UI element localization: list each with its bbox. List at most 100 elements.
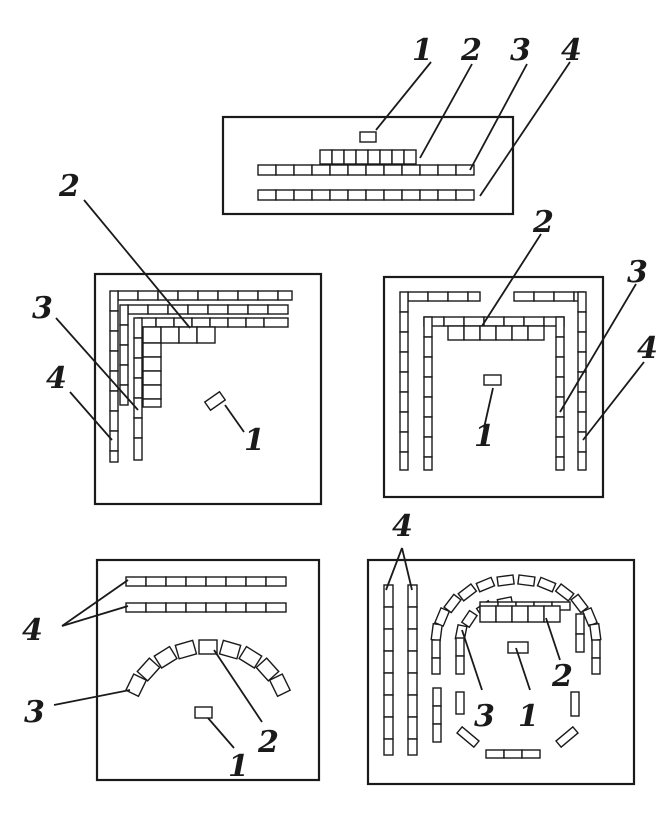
label-4: 4 — [22, 613, 43, 648]
label-2: 2 — [58, 169, 80, 204]
seat-row — [257, 189, 475, 201]
seat-block — [479, 605, 561, 623]
seat-row — [127, 304, 289, 315]
table-item-1 — [194, 706, 213, 719]
seat — [153, 645, 178, 669]
seat — [443, 593, 462, 614]
label-3: 3 — [510, 33, 531, 68]
seat — [575, 633, 585, 653]
layout-arc-seating: 4 3 2 1 — [22, 558, 321, 784]
leader-line — [419, 63, 473, 159]
seat-row — [319, 149, 417, 165]
label-1: 1 — [412, 33, 433, 68]
seat — [455, 637, 465, 657]
seat — [575, 613, 585, 635]
seat — [554, 582, 575, 602]
leader-line — [461, 629, 483, 691]
leader-line — [224, 404, 245, 433]
seat-row — [423, 316, 565, 327]
leader-line — [479, 61, 571, 197]
leader-line — [469, 63, 528, 171]
leader-line — [481, 233, 542, 327]
seat — [457, 582, 478, 602]
leader-line — [83, 199, 191, 329]
layout-row-seating: 1 2 3 4 — [221, 33, 582, 216]
panel-frame — [382, 275, 605, 499]
leader-line — [515, 647, 531, 691]
leader-line — [401, 547, 413, 591]
seat-column — [399, 291, 409, 471]
seat — [198, 639, 218, 655]
label-4: 4 — [46, 361, 67, 396]
label-1: 1 — [474, 419, 495, 454]
seat — [238, 645, 263, 669]
label-1: 1 — [518, 699, 539, 734]
leader-line — [207, 717, 235, 749]
seat-arc — [124, 639, 292, 698]
seat — [475, 576, 496, 593]
leader-line — [483, 387, 494, 429]
seat — [517, 574, 536, 587]
layout-corner-seating: 2 3 4 1 — [32, 169, 323, 506]
seat-column — [383, 584, 394, 756]
label-4: 4 — [637, 331, 658, 366]
panel-frame — [95, 558, 321, 782]
panel-frame — [221, 115, 515, 216]
label-4: 4 — [392, 509, 413, 544]
leader-line — [69, 391, 113, 441]
seat-horseshoe — [430, 574, 602, 675]
label-3: 3 — [627, 255, 648, 290]
label-1: 1 — [244, 423, 265, 458]
label-2: 2 — [532, 205, 554, 240]
seat-row — [257, 164, 475, 176]
seat-row — [125, 576, 287, 587]
seat-row — [125, 602, 287, 613]
seat — [460, 609, 479, 629]
leader-line — [375, 61, 432, 131]
seat-column — [109, 290, 119, 463]
seat — [431, 657, 441, 675]
seat — [591, 657, 601, 675]
table-item-1 — [203, 390, 227, 412]
seat — [433, 606, 451, 628]
seat-row — [137, 317, 289, 328]
leader-line — [582, 361, 645, 441]
seat-column — [119, 304, 129, 406]
seat-column — [423, 316, 433, 471]
label-1: 1 — [228, 749, 249, 784]
label-2: 2 — [551, 659, 573, 694]
label-3: 3 — [24, 695, 45, 730]
layout-u-shaped-seating: 2 1 3 4 — [382, 205, 658, 499]
label-3: 3 — [32, 291, 53, 326]
label-2: 2 — [257, 725, 279, 760]
table-item-1 — [359, 131, 377, 143]
layout-horseshoe-seating: 4 3 1 2 — [366, 509, 636, 786]
seat — [455, 655, 465, 675]
leader-line — [213, 649, 263, 723]
label-4: 4 — [561, 33, 582, 68]
leader-line — [61, 579, 129, 627]
seat — [124, 673, 148, 698]
seat-block — [447, 325, 545, 341]
seat — [136, 657, 161, 682]
seat — [174, 639, 198, 660]
seat-column — [407, 584, 418, 756]
seat — [268, 673, 292, 698]
seat-ring — [432, 687, 580, 759]
leader-line — [545, 617, 561, 661]
seat-column — [133, 317, 143, 461]
seat — [496, 574, 515, 587]
leader-line — [385, 547, 403, 591]
seat — [581, 606, 599, 628]
panel-frame — [366, 558, 636, 786]
leader-line — [55, 317, 139, 411]
seat — [431, 639, 441, 659]
label-3: 3 — [474, 699, 495, 734]
seat-row — [117, 290, 293, 301]
seat — [570, 593, 589, 614]
seat — [591, 639, 601, 659]
seat — [430, 622, 443, 642]
leader-line — [53, 689, 131, 706]
